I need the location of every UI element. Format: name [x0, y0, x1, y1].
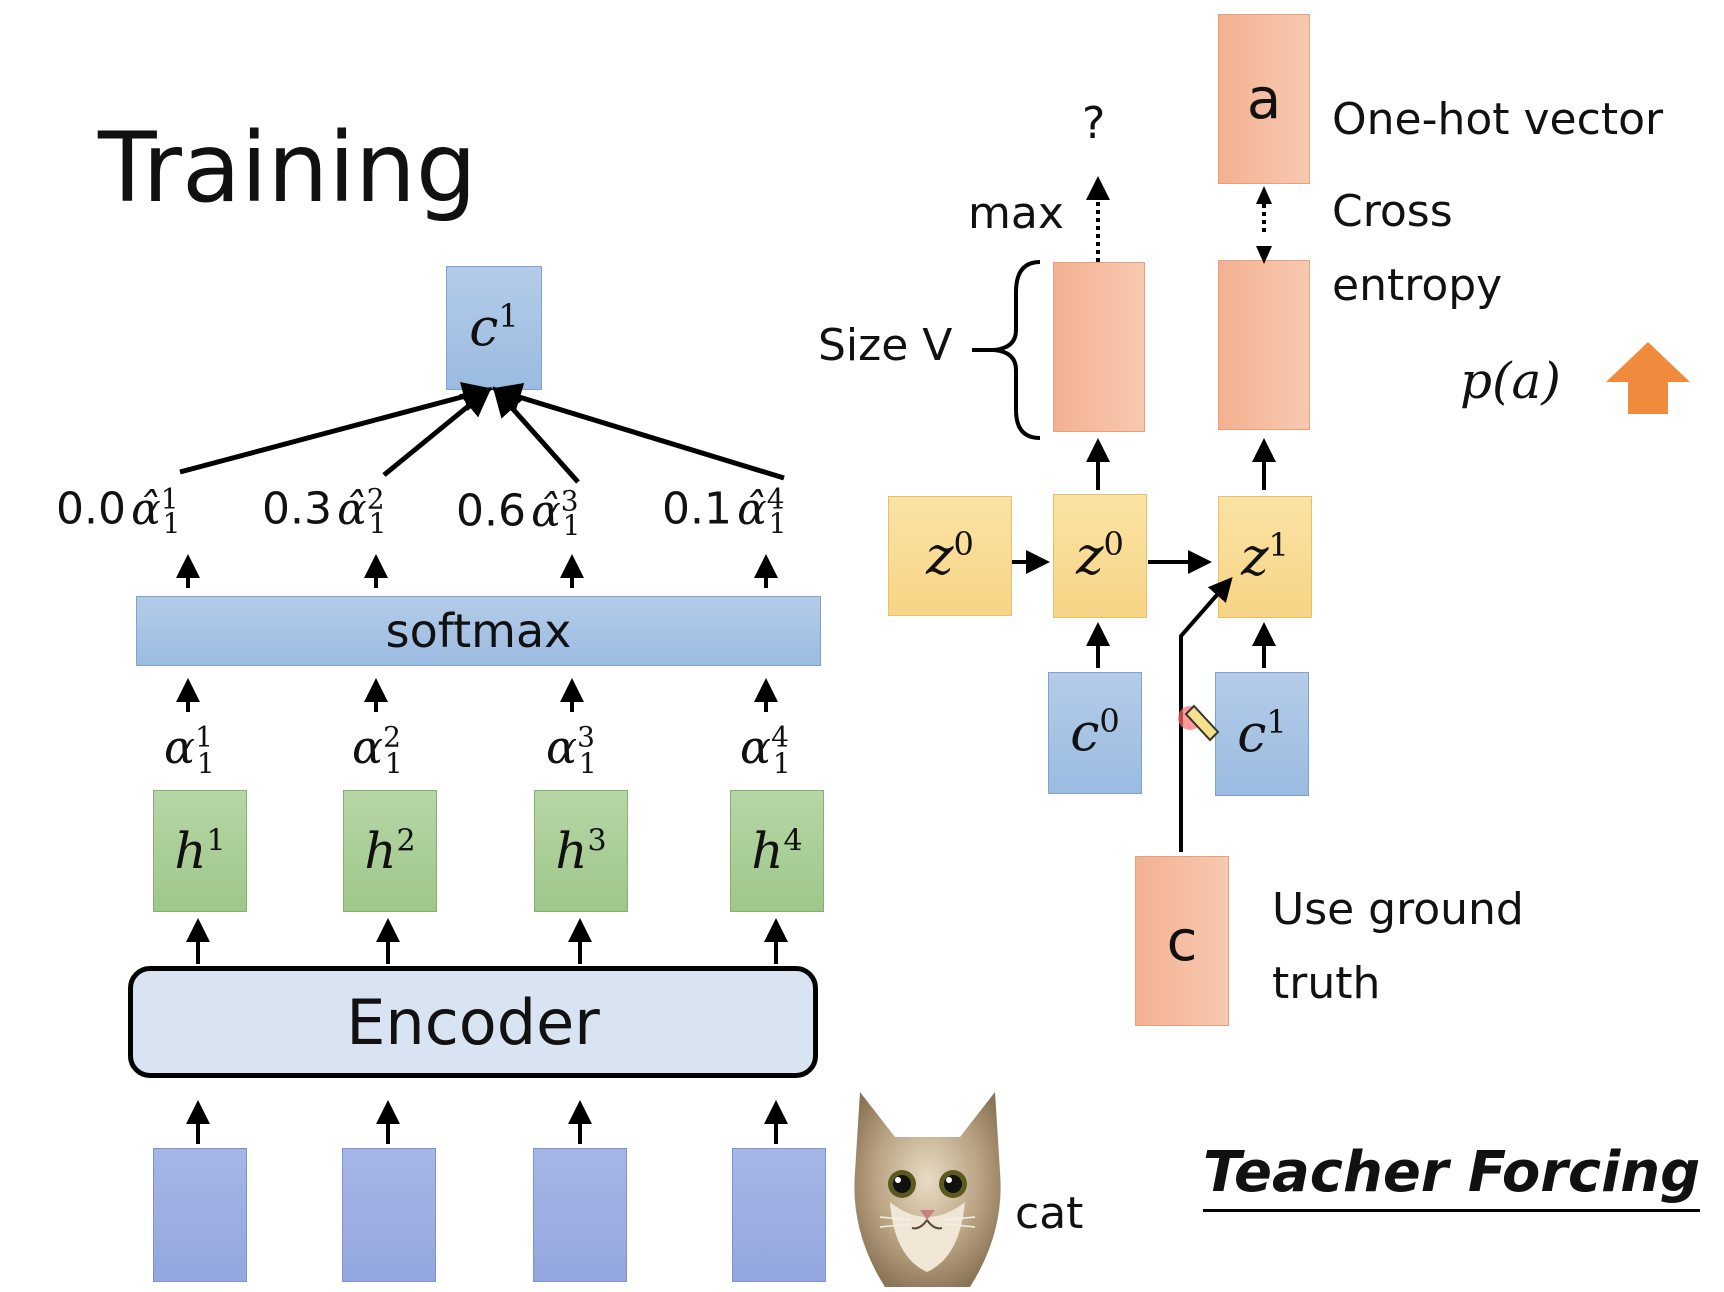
alpha-hat-4: 0.1 α̂41 — [662, 482, 787, 541]
output-distribution-2 — [1218, 260, 1310, 430]
decoder-state-z1: z1 — [1218, 496, 1312, 618]
weight-line-2 — [382, 386, 492, 477]
context-sup: 1 — [498, 297, 519, 336]
decoder-state-z0: z0 — [1053, 494, 1147, 618]
ground-truth-label-1: Use ground — [1272, 884, 1524, 935]
cat-label: cat — [1015, 1188, 1084, 1239]
pen-cursor-icon — [1178, 704, 1220, 742]
context-vector-c1: c1 — [446, 266, 542, 390]
size-v-brace — [993, 260, 1041, 440]
input-patch-3 — [533, 1148, 627, 1282]
alpha-3: α31 — [546, 720, 597, 781]
hidden-state-h4: h4 — [730, 790, 824, 912]
cat-image — [854, 1092, 1001, 1287]
decoder-init-z0: z0 — [888, 496, 1012, 616]
softmax-layer: softmax — [136, 596, 821, 666]
page-title: Training — [98, 112, 477, 224]
hidden-state-h1: h1 — [153, 790, 247, 912]
hidden-state-h3: h3 — [534, 790, 628, 912]
alpha-1: α11 — [164, 720, 215, 781]
alpha-hat-3: 0.6 α̂31 — [456, 484, 581, 543]
alpha-2: α21 — [352, 720, 403, 781]
alpha-4: α41 — [740, 720, 791, 781]
encoder-block: Encoder — [128, 966, 818, 1078]
one-hot-label: One-hot vector — [1332, 94, 1664, 145]
ground-truth-c: c — [1135, 856, 1229, 1026]
size-v-label: Size V — [818, 320, 953, 371]
ground-truth-label-2: truth — [1272, 958, 1381, 1009]
cross-entropy-label-2: entropy — [1332, 260, 1503, 311]
dotted-ce-arrow-down — [1256, 246, 1272, 264]
alpha-hat-1: 0.0 α̂11 — [56, 482, 181, 541]
cross-entropy-label-1: Cross — [1332, 186, 1453, 237]
target-one-hot-a: a — [1218, 14, 1310, 184]
max-label: max — [968, 188, 1064, 239]
weight-line-4 — [491, 382, 785, 481]
question-mark: ? — [1082, 98, 1106, 149]
prob-label: p(a) — [1460, 352, 1561, 410]
output-distribution-1 — [1053, 262, 1145, 432]
weight-line-1 — [179, 381, 493, 475]
context-c0: c0 — [1048, 672, 1142, 794]
teacher-forcing-label: Teacher Forcing — [1203, 1140, 1701, 1212]
input-patch-2 — [342, 1148, 436, 1282]
increase-arrow-icon — [1606, 342, 1690, 414]
hidden-state-h2: h2 — [343, 790, 437, 912]
dotted-ce-arrow-up — [1256, 186, 1272, 204]
context-c1: c1 — [1215, 672, 1309, 796]
ground-truth-path — [1179, 576, 1233, 852]
context-base: c — [469, 298, 499, 359]
alpha-hat-2: 0.3 α̂21 — [262, 482, 387, 541]
input-patch-1 — [153, 1148, 247, 1282]
input-patch-4 — [732, 1148, 826, 1282]
